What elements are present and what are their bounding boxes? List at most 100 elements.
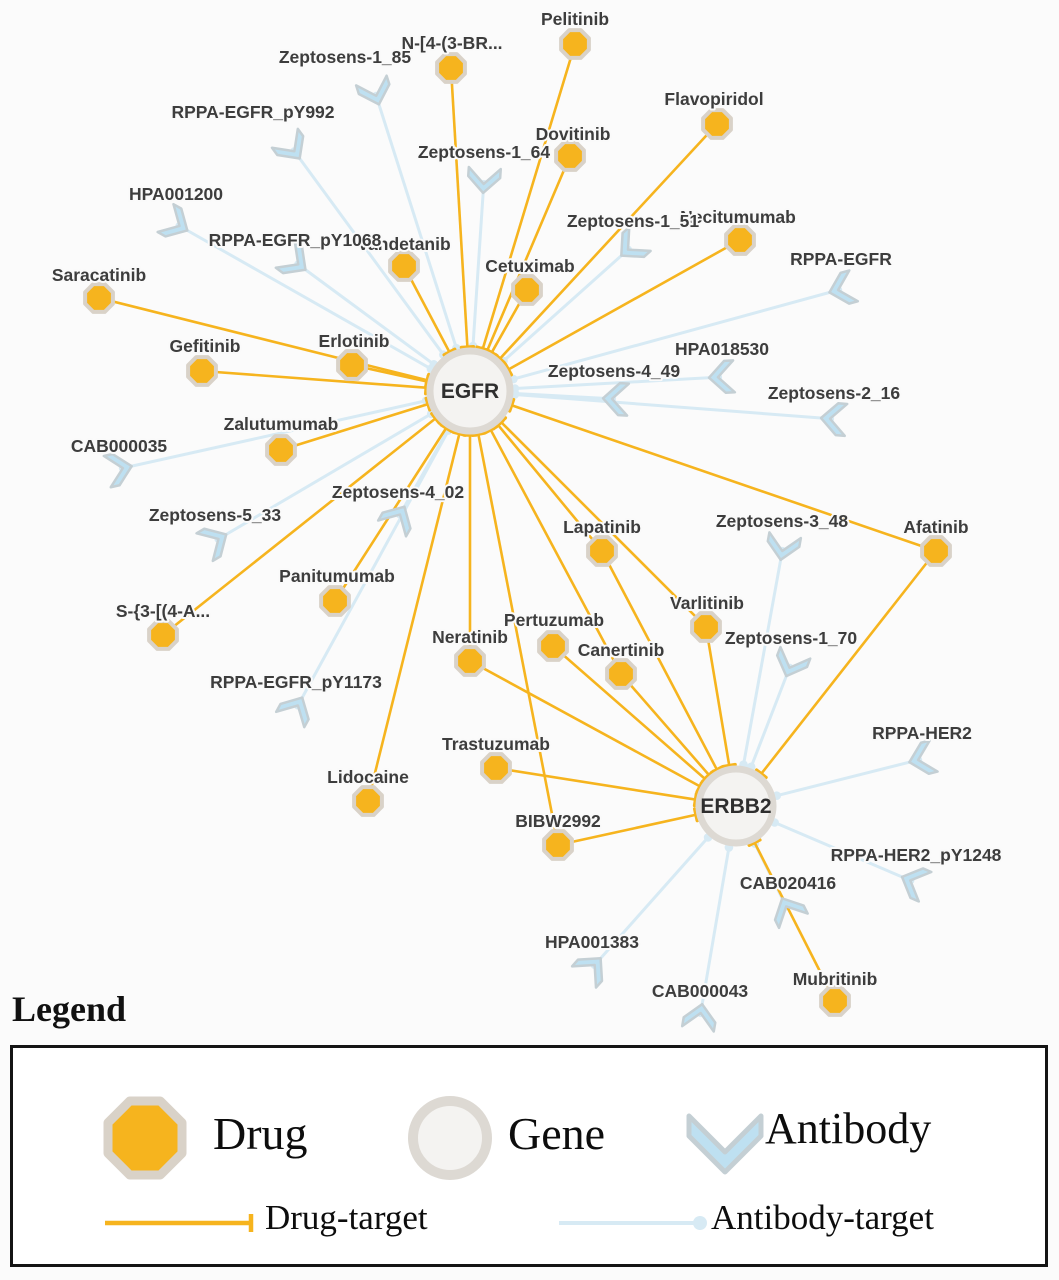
antibody-label-rppa-her2: RPPA-HER2 [872,723,972,743]
antibody-target-edge [742,546,785,765]
antibody-label-cab020416: CAB020416 [740,873,837,893]
antibody-label-zeptosens-5-33: Zeptosens-5_33 [149,505,282,525]
drug-node-neratinib [454,645,486,677]
antibody-label-hpa018530: HPA018530 [675,339,769,359]
drug-target-edge [600,550,719,771]
drug-node-n-4-3-br [435,52,467,84]
drug-target-edge [760,550,938,775]
drug-target-edge [162,417,437,637]
drug-node-cetuximab [511,274,543,306]
legend-gene-label: Gene [508,1108,606,1159]
drug-target-edge [704,626,731,766]
antibody-node-cab000035 [102,452,133,489]
antibody-node-zeptosens-5-33 [195,527,228,563]
antibody-node-rppa-her2-py1248 [900,867,933,903]
drug-node-lidocaine [352,785,384,817]
antibody-label-zeptosens-4-49: Zeptosens-4_49 [548,361,681,381]
drug-node-mubritinib [819,985,851,1017]
drug-target-edge [507,238,741,371]
drug-label-bibw2992: BIBW2992 [515,811,601,831]
antibody-node-rppa-egfr-py992 [270,127,305,160]
drug-label-trastuzumab: Trastuzumab [442,734,550,754]
drug-edge-endpoint [459,345,476,350]
drug-label-cetuximab: Cetuximab [485,256,574,276]
drug-node-trastuzumab [480,752,512,784]
drug-edge-endpoint [451,430,467,437]
drug-node-necitumumab [724,224,756,256]
antibody-target-edge [502,245,632,363]
nodes [83,28,952,1033]
drug-target-edge [496,424,604,552]
drug-edge-endpoint [424,396,432,412]
drug-node-afatinib [920,535,952,567]
antibody-target-edge [590,836,710,969]
drug-label-pertuzumab: Pertuzumab [504,610,604,630]
antibody-label-hpa001200: HPA001200 [129,184,223,204]
drug-label-saracatinib: Saracatinib [52,265,146,285]
drug-label-vandetanib: Vandetanib [357,234,450,254]
drug-edge-endpoint [503,362,514,377]
drug-edge-endpoint [424,373,431,390]
legend-drug-edge-label: Drug-target [265,1198,428,1237]
drug-edge-endpoint [754,768,768,780]
drug-target-edge-legend-icon [105,1214,254,1232]
gene-label-erbb2: ERBB2 [700,795,771,818]
antibody-node-hpa018530 [707,359,737,395]
drug-label-panitumumab: Panitumumab [279,566,395,586]
drug-label-dovitinib: Dovitinib [536,124,611,144]
drug-label-gefitinib: Gefitinib [170,336,241,356]
antibody-label-cab000035: CAB000035 [71,436,168,456]
gene-label-egfr: EGFR [441,380,499,403]
antibody-label-rppa-egfr: RPPA-EGFR [790,249,892,269]
drug-target-edge [495,766,696,801]
drug-node-pertuzumab [537,630,569,662]
drug-target-edge [620,673,711,776]
antibody-target-edge [294,260,435,366]
antibody-label-zeptosens-4-02: Zeptosens-4_02 [332,482,465,502]
drug-edge-endpoint [507,397,516,413]
drug-target-edge [498,123,718,360]
gene-legend-icon [408,1096,492,1180]
drug-target-edge [753,841,837,1002]
drug-edge-endpoint [747,838,762,847]
antibody-target-edge [698,847,731,1018]
antibody-target-edge [776,757,923,798]
drug-node-gefitinib [186,355,218,387]
drug-target-edge [557,813,697,847]
antibody-label-hpa001383: HPA001383 [545,932,639,952]
antibody-label-zeptosens-1-51: Zeptosens-1_51 [567,211,700,231]
drug-edge-endpoint [483,425,498,435]
labels: EGFRERBB2PelitinibN-[4-(3-BR...Dovitinib… [50,7,1004,1003]
antibody-label-rppa-egfr-py992: RPPA-EGFR_pY992 [171,102,334,122]
drug-label-afatinib: Afatinib [903,517,968,537]
drug-target-edge [98,296,428,382]
drug-label-s-3-4-a: S-{3-[(4-A... [116,601,210,621]
drug-edge-endpoint [442,347,457,357]
antibody-label-zeptosens-2-16: Zeptosens-2_16 [768,383,901,403]
antibody-node-zeptosens-1-51 [620,225,652,259]
antibody-node-zeptosens-1-64 [466,165,503,195]
drug-label-canertinib: Canertinib [578,640,665,660]
drug-node-dovitinib [554,140,586,172]
drug-target-edge [366,433,461,802]
drug-edge-endpoint [721,762,737,769]
antibody-target-edge [471,179,486,347]
drug-target-edge [511,404,937,553]
drug-target-edge [552,645,706,780]
legend-antibody-label: Antibody [765,1104,932,1153]
antibody-node-zeptosens-1-85 [354,74,391,106]
drug-edge-endpoint [484,348,499,358]
antibody-target-edge [774,821,915,884]
antibody-label-cab000043: CAB000043 [652,981,749,1001]
antibody-label-rppa-her2-py1248: RPPA-HER2_pY1248 [831,845,1002,865]
antibody-target-edge [294,429,450,710]
drug-node-lapatinib [586,535,618,567]
drug-node-pelitinib [559,28,591,60]
legend-title: Legend [12,989,127,1029]
antibody-node-cab000043 [680,1002,717,1033]
antibody-target-edge [514,375,723,391]
drug-target-edge [449,67,469,348]
drug-node-varlitinib [690,611,722,643]
antibody-node-hpa001200 [156,202,189,238]
